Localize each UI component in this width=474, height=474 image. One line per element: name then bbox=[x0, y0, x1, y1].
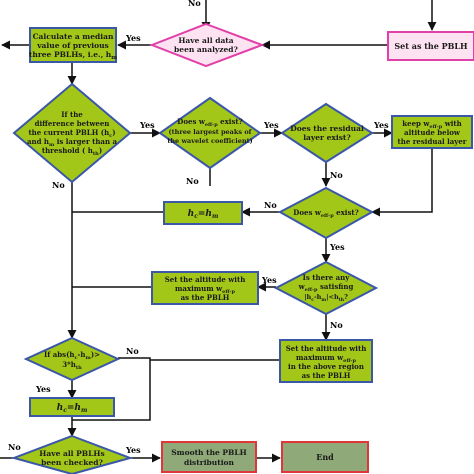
if-abs-line2: 3*hth bbox=[62, 360, 82, 371]
set-altitude-above-box: Set the altitude with maximum weff-p in … bbox=[279, 339, 373, 383]
edge-keep-weff-to-does-weff-2 bbox=[371, 148, 433, 217]
hc-eq-hm-1-label: hc=hm bbox=[188, 209, 219, 220]
if-difference-line3: the current PBLH (hc) bbox=[28, 128, 115, 139]
if-difference-line4: and hm is larger than a bbox=[27, 137, 118, 148]
label-does-weff-1-yes: Yes bbox=[263, 120, 279, 130]
set-altitude-max-line3: as the PBLH bbox=[181, 293, 230, 302]
have-all-pblh-diamond: Have all PBLHs been checked? bbox=[10, 434, 134, 474]
keep-weff-box: keep weff-p with altitude below the resi… bbox=[391, 115, 473, 149]
end-box: End bbox=[281, 441, 369, 473]
label-residual-no: No bbox=[330, 170, 343, 180]
does-weff-2-diamond: Does weff-p exist? bbox=[277, 186, 375, 240]
residual-layer-line2: layer exist? bbox=[303, 133, 351, 142]
if-difference-line5: threshold ( hth) bbox=[42, 146, 102, 157]
if-difference-line2: difference between bbox=[35, 119, 110, 128]
keep-weff-line1: keep weff-p with bbox=[402, 119, 461, 130]
does-weff-2-line1: Does weff-p exist? bbox=[293, 208, 358, 219]
label-have-all-data-yes: Yes bbox=[125, 33, 141, 43]
does-weff-1-diamond: Does weff-p exist? (three largest peaks … bbox=[158, 96, 262, 170]
label-residual-yes: Yes bbox=[373, 120, 389, 130]
set-altitude-max-line2: maximum weff-p bbox=[175, 284, 236, 295]
set-altitude-max-box: Set the altitude with maximum weff-p as … bbox=[151, 271, 259, 305]
set-pblh-box: Set as the PBLH bbox=[387, 31, 474, 61]
connectors bbox=[0, 0, 437, 463]
if-abs-diamond: If abs(hc-hm)> 3*hth bbox=[23, 336, 121, 382]
calc-median-line1: Calculate a median bbox=[33, 32, 114, 41]
calc-median-box: Calculate a median value of previous thr… bbox=[29, 27, 117, 63]
label-if-abs-yes: Yes bbox=[35, 384, 51, 394]
have-all-data-diamond: Have all data been analyzed? bbox=[149, 22, 265, 68]
have-all-data-line2: been analyzed? bbox=[174, 45, 239, 54]
keep-weff-line3: the residual layer bbox=[398, 137, 467, 146]
label-if-abs-no: No bbox=[126, 346, 139, 356]
residual-layer-line1: Does the residual bbox=[290, 124, 364, 133]
calc-median-line2: value of previous bbox=[36, 41, 109, 50]
keep-weff-line2: altitude below bbox=[404, 128, 461, 137]
edge-labels: No Yes Yes Yes Yes No No No No Yes Yes N… bbox=[8, 0, 389, 455]
residual-layer-diamond: Does the residual layer exist? bbox=[280, 102, 374, 164]
does-weff-1-line3: the wavelet coefficient) bbox=[167, 137, 252, 145]
is-there-any-diamond: Is there any weff-p satisfing |hc-hm|<ht… bbox=[273, 260, 379, 316]
label-does-weff-2-yes: Yes bbox=[329, 242, 345, 252]
smooth-line2: distribution bbox=[184, 458, 235, 467]
is-there-any-line2: weff-p satisfing bbox=[298, 282, 354, 293]
label-if-difference-yes: Yes bbox=[139, 120, 155, 130]
hc-eq-hm-box-1: hc=hm bbox=[163, 201, 243, 225]
label-is-there-any-yes: Yes bbox=[261, 275, 277, 285]
set-altitude-above-line1: Set the altitude with bbox=[286, 344, 367, 353]
label-if-difference-no: No bbox=[52, 180, 65, 190]
label-have-all-pblh-yes: Yes bbox=[125, 445, 141, 455]
end-label: End bbox=[316, 452, 334, 462]
is-there-any-line3: |hc-hm|<hth? bbox=[304, 293, 348, 303]
smooth-line1: Smooth the PBLH bbox=[171, 448, 247, 457]
have-all-data-line1: Have all data bbox=[178, 36, 233, 45]
edge-if-abs-no bbox=[72, 357, 151, 421]
label-top-no: No bbox=[188, 0, 201, 8]
have-all-pblh-line1: Have all PBLHs bbox=[39, 449, 104, 458]
label-does-weff-1-no: No bbox=[186, 176, 199, 186]
set-pblh-label: Set as the PBLH bbox=[394, 41, 468, 51]
does-weff-1-line2: (three largest peaks of bbox=[169, 128, 253, 136]
label-is-there-any-no: No bbox=[330, 320, 343, 330]
is-there-any-line1: Is there any bbox=[303, 273, 351, 282]
hc-eq-hm-box-2: hc=hm bbox=[29, 397, 115, 417]
smooth-box: Smooth the PBLH distribution bbox=[161, 441, 257, 473]
calc-median-line3: three PBLHs, i.e., hm bbox=[29, 50, 117, 61]
label-does-weff-2-no: No bbox=[264, 200, 277, 210]
if-difference-diamond: If the difference between the current PB… bbox=[12, 82, 132, 184]
set-altitude-above-line3: in the above region bbox=[288, 362, 364, 371]
if-abs-line1: If abs(hc-hm)> bbox=[44, 350, 100, 361]
set-altitude-above-line2: maximum weff-p bbox=[296, 353, 357, 364]
set-altitude-above-line4: as the PBLH bbox=[302, 371, 351, 380]
hc-eq-hm-2-label: hc=hm bbox=[57, 403, 88, 414]
label-have-all-pblh-no: No bbox=[8, 442, 21, 452]
if-difference-line1: If the bbox=[61, 110, 83, 119]
have-all-pblh-line2: been checked? bbox=[41, 458, 103, 467]
does-weff-1-line1: Does weff-p exist? bbox=[177, 117, 242, 128]
set-altitude-max-line1: Set the altitude with bbox=[165, 275, 246, 284]
